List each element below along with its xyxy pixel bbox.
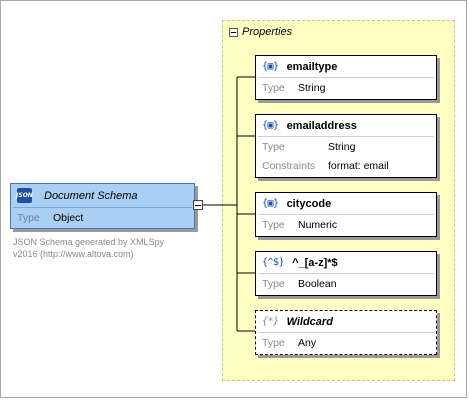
property-name: emailaddress (286, 119, 357, 132)
property-header: {^$} ^_[a-z]*$ (256, 252, 436, 273)
document-schema-node[interactable]: JSON Document Schema Type Object (10, 183, 195, 229)
property-key: Type (262, 81, 285, 94)
property-key: Type (262, 140, 285, 153)
property-value: String (328, 140, 356, 153)
property-key: Type (262, 218, 285, 231)
property-value: Any (298, 336, 317, 349)
property-value: format: email (328, 159, 389, 172)
pattern-property-icon: {^$} (262, 257, 285, 268)
property-name: emailtype (286, 60, 338, 73)
property-row: Type Boolean (256, 274, 436, 293)
property-row: Constraints format: email (256, 156, 436, 175)
generator-note-line2: v2016 (http://www.altova.com) (13, 249, 134, 259)
property-node-emailtype[interactable]: {▣} emailtype Type String (255, 55, 437, 100)
root-header: JSON Document Schema (11, 184, 194, 207)
object-property-icon: {▣} (262, 120, 279, 131)
wildcard-icon: {*} (262, 316, 279, 327)
property-row: Type String (256, 78, 436, 97)
properties-header: Properties (229, 26, 292, 38)
collapse-root-toggle[interactable] (193, 200, 203, 210)
property-node-wildcard[interactable]: {*} Wildcard Type Any (255, 310, 437, 355)
property-node-pattern[interactable]: {^$} ^_[a-z]*$ Type Boolean (255, 251, 437, 296)
property-header: {▣} emailaddress (256, 115, 436, 136)
property-row: Type String (256, 137, 436, 156)
generator-note-line1: JSON Schema generated by XMLSpy (13, 237, 165, 247)
property-value: Boolean (298, 277, 337, 290)
property-header: {*} Wildcard (256, 311, 436, 332)
property-key: Type (262, 277, 285, 290)
property-header: {▣} citycode (256, 193, 436, 214)
root-type-value: Object (53, 212, 84, 224)
json-document-icon: JSON (16, 188, 33, 203)
object-property-icon: {▣} (262, 61, 279, 72)
property-node-emailaddress[interactable]: {▣} emailaddress Type String Constraints… (255, 114, 437, 178)
property-name: ^_[a-z]*$ (292, 256, 338, 269)
root-type-label: Type (17, 212, 40, 224)
collapse-properties-toggle[interactable] (229, 27, 238, 37)
property-node-citycode[interactable]: {▣} citycode Type Numeric (255, 192, 437, 237)
generator-note: JSON Schema generated by XMLSpy v2016 (h… (13, 236, 164, 260)
root-title: Document Schema (44, 189, 138, 202)
property-name: citycode (286, 197, 332, 210)
property-header: {▣} emailtype (256, 56, 436, 77)
property-key: Constraints (262, 159, 316, 172)
properties-title: Properties (242, 26, 293, 38)
property-row: Type Numeric (256, 215, 436, 234)
property-row: Type Any (256, 333, 436, 352)
property-value: String (298, 81, 326, 94)
object-property-icon: {▣} (262, 198, 279, 209)
property-value: Numeric (298, 218, 338, 231)
property-name: Wildcard (286, 315, 333, 328)
root-type-row: Type Object (11, 208, 194, 228)
property-key: Type (262, 336, 285, 349)
